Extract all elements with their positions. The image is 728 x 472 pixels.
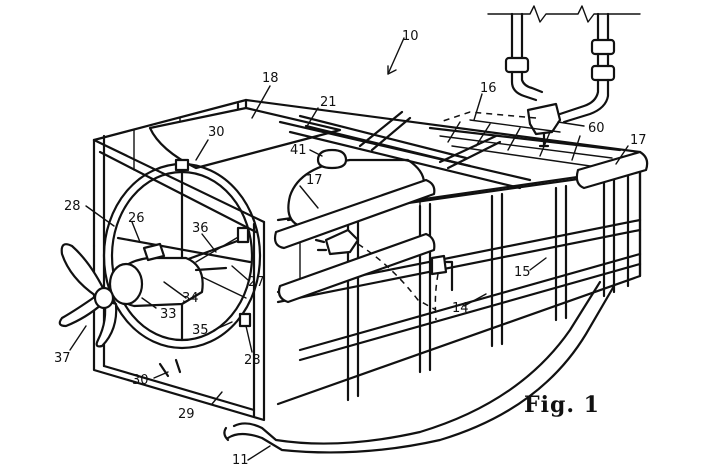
ref-41: 41 [290,143,307,158]
ref-37: 37 [54,351,71,366]
ref-17-tank: 17 [306,173,323,188]
ref-16: 16 [480,81,497,96]
ref-11: 11 [232,453,249,468]
ref-17-rail: 17 [630,133,647,148]
ref-28-right: 28 [244,353,261,368]
figure-label: Fig. 1 [524,392,600,418]
ref-30-top: 30 [208,125,225,140]
ref-35: 35 [192,323,209,338]
tank-assembly [148,106,532,289]
leader-lines [69,37,629,461]
ref-28-left: 28 [64,199,81,214]
ref-33: 33 [160,307,177,322]
ref-18: 18 [262,71,279,86]
valve-nozzle [314,228,454,321]
ref-36: 36 [192,221,209,236]
ref-26: 26 [128,211,145,226]
ref-21: 21 [320,95,337,110]
ref-14: 14 [452,301,469,316]
propeller-motor [58,242,228,378]
steering-ring [102,158,262,350]
ref-30-bottom: 30 [132,373,149,388]
ref-15: 15 [514,265,531,280]
ref-60: 60 [588,121,605,136]
ref-27: 27 [248,275,265,290]
top-rails [273,150,649,304]
ref-29: 29 [178,407,195,422]
reference-numerals: 10 11 14 15 16 17 17 18 21 26 27 28 28 2… [54,29,647,468]
keel-runner [223,280,616,454]
supply-pipes [439,5,641,148]
ref-10: 10 [402,29,419,44]
ref-34: 34 [182,291,199,306]
